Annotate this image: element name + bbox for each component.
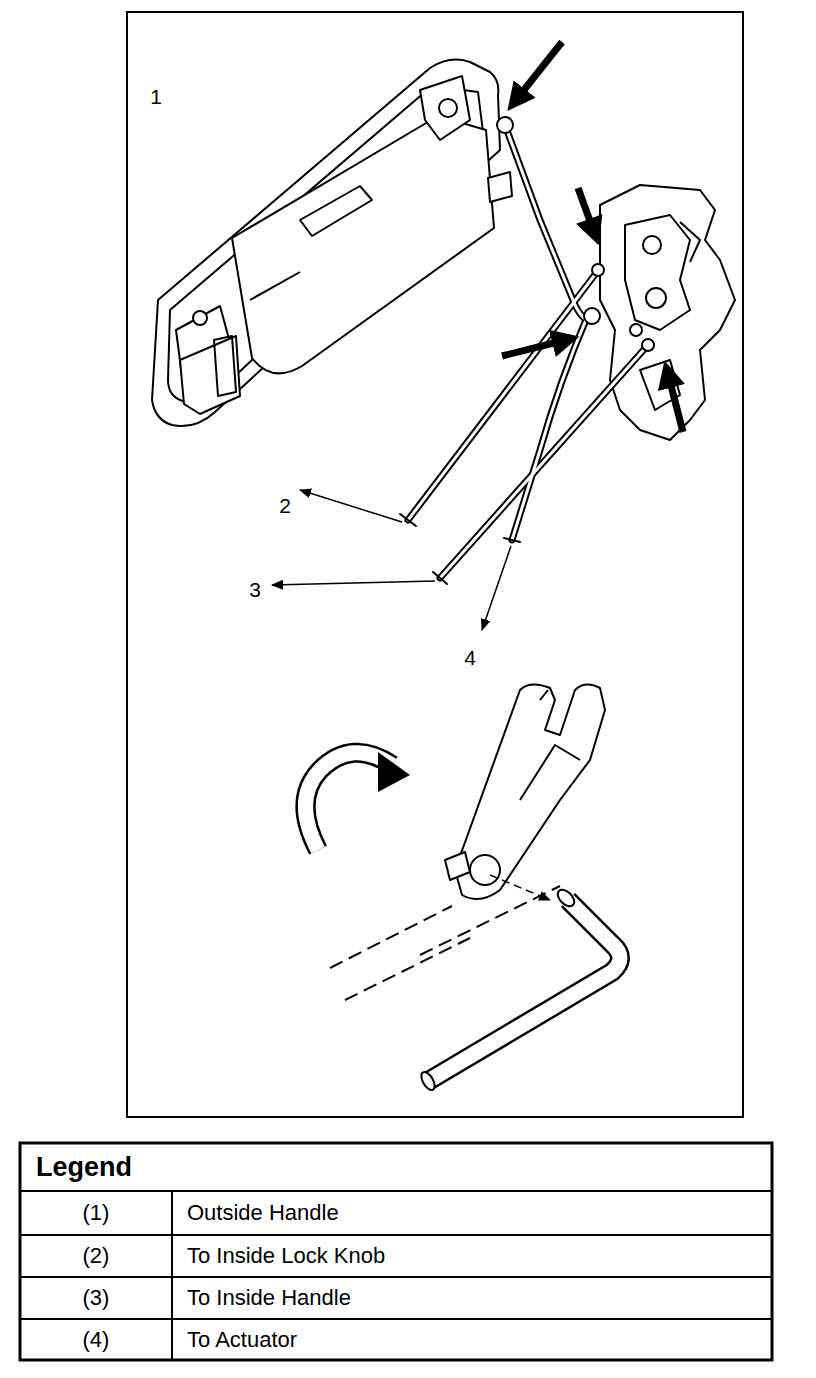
table-cell: To Inside Lock Knob (187, 1244, 385, 1268)
table-cell: (2) (83, 1244, 110, 1268)
legend-table (20, 1143, 772, 1360)
callout-number: 3 (247, 578, 263, 601)
legend-heading: Legend (36, 1153, 132, 1183)
latch-assembly (600, 185, 735, 440)
figure-frame (127, 12, 743, 1117)
callout-number: 2 (277, 494, 293, 517)
table-cell: To Actuator (187, 1328, 297, 1352)
outside-handle (152, 60, 512, 427)
callout-number: 4 (462, 646, 478, 669)
linkage-rods (400, 117, 654, 584)
table-cell: (1) (83, 1201, 110, 1225)
table-cell: (4) (83, 1328, 110, 1352)
table-cell: (3) (83, 1286, 110, 1310)
table-cell: To Inside Handle (187, 1286, 351, 1310)
rod-clip-detail (305, 684, 620, 1092)
table-cell: Outside Handle (187, 1201, 339, 1225)
callout-number: 1 (148, 85, 164, 108)
pointer-arrows (502, 42, 683, 432)
leader-arrows (272, 490, 511, 630)
